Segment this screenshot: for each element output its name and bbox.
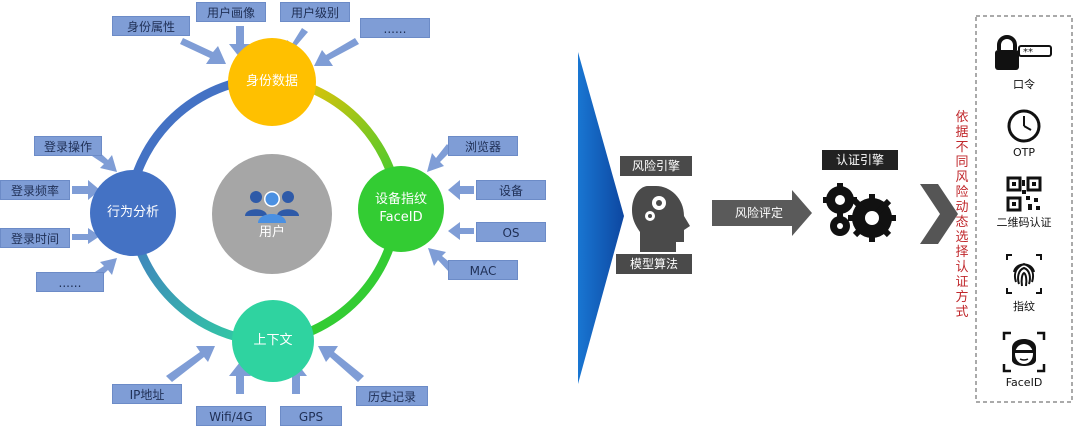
behavior-analysis-label: 行为分析 — [106, 205, 159, 220]
context-input-label: IP地址 — [112, 384, 182, 404]
device-input-label: MAC — [448, 260, 518, 280]
identity-input-label: ...... — [360, 18, 430, 38]
head-silhouette-icon — [632, 186, 690, 252]
arrow — [448, 222, 474, 240]
identity-data-label: 身份数据 — [245, 74, 298, 89]
fingerprint-icon — [1006, 254, 1042, 294]
gears-icon — [823, 183, 896, 242]
context-input-label: 历史记录 — [356, 386, 428, 406]
arrow — [72, 228, 100, 244]
user-center-node: 用户 — [212, 154, 332, 274]
device-input-label: OS — [476, 222, 546, 242]
arrow — [318, 346, 364, 382]
device-fingerprint-label: 设备指纹 — [374, 192, 427, 207]
identity-input-label: 身份属性 — [112, 16, 190, 36]
dynamic-auth-note: 依据不同风险动态选择认证方式 — [955, 110, 969, 320]
arrow — [180, 38, 226, 64]
identity-data-node: 身份数据 — [228, 38, 316, 126]
behavior-input-label: 登录频率 — [0, 180, 70, 200]
auth-methods-frame — [975, 15, 1073, 403]
context-input-label: GPS — [280, 406, 342, 426]
clock-otp-icon — [1007, 109, 1041, 143]
qrcode-icon — [1006, 176, 1042, 212]
auth-method-otp: OTP — [978, 108, 1070, 159]
chevron-right-icon — [920, 184, 958, 244]
auth-method-label: 二维码认证 — [996, 216, 1052, 229]
context-node: 上下文 — [232, 300, 314, 382]
behavior-input-label: 登录时间 — [0, 228, 70, 248]
auth-method-faceid: FaceID — [978, 330, 1070, 389]
arrow — [427, 144, 452, 172]
risk-engine-title: 风险引擎 — [620, 156, 692, 176]
faceid-label: FaceID — [379, 210, 423, 225]
device-input-label: 浏览器 — [448, 136, 518, 156]
device-input-label: 设备 — [476, 180, 546, 200]
context-input-label: Wifi/4G — [196, 406, 266, 426]
gear-holes — [835, 195, 879, 229]
padlock-password-icon: ** — [995, 35, 1052, 70]
auth-method-label: 口令 — [1013, 78, 1035, 91]
behavior-input-label: ...... — [36, 272, 104, 292]
gear-icon — [645, 196, 666, 221]
arrow — [448, 180, 474, 200]
behavior-input-label: 登录操作 — [34, 136, 102, 156]
big-flow-arrow — [578, 52, 624, 384]
svg-text:**: ** — [1023, 47, 1033, 58]
arrow — [428, 248, 454, 272]
auth-method-fingerprint: 指纹 — [978, 252, 1070, 314]
behavior-analysis-node: 行为分析 — [90, 170, 176, 256]
device-input-arrows — [427, 144, 474, 272]
auth-method-qrcode: 二维码认证 — [978, 176, 1070, 230]
identity-input-label: 用户画像 — [196, 2, 266, 22]
auth-method-label: 指纹 — [1013, 300, 1035, 313]
risk-rating-label: 风险评定 — [734, 206, 783, 220]
identity-input-label: 用户级别 — [280, 2, 350, 22]
auth-method-label: FaceID — [1005, 376, 1043, 389]
auth-engine-title: 认证引擎 — [822, 150, 898, 170]
face-scan-icon — [1002, 331, 1046, 373]
context-label: 上下文 — [253, 333, 293, 348]
risk-rating-arrow — [712, 190, 812, 236]
risk-engine-algorithm: 模型算法 — [616, 254, 692, 274]
users-group-icon — [245, 191, 299, 223]
auth-method-password: ** 口令 — [978, 34, 1070, 92]
device-fingerprint-node: 设备指纹 FaceID — [358, 166, 444, 252]
arrow — [166, 346, 215, 382]
arrow — [314, 38, 359, 66]
user-center-label: 用户 — [258, 225, 285, 240]
auth-method-label: OTP — [1012, 146, 1035, 159]
